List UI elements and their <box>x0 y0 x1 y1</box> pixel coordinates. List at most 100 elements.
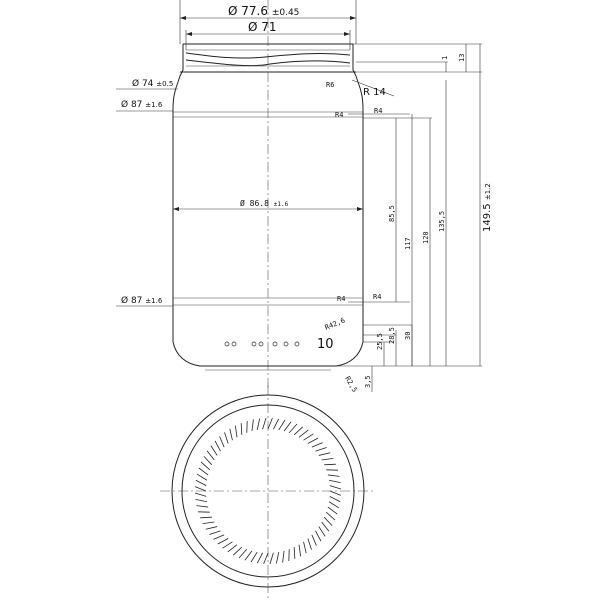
knurl-tick <box>315 530 322 542</box>
jar-finish-outline <box>177 44 359 83</box>
knurl-tick <box>263 552 269 565</box>
knurl-tick <box>217 538 229 545</box>
knurl-tick <box>198 467 209 476</box>
dim-inner-top: Ø 71 <box>248 20 277 34</box>
radius-r4-lower-left: R4 <box>337 295 345 303</box>
dim-h-1: 1 <box>441 56 449 60</box>
radius-r2: R2,5 <box>343 375 358 394</box>
knurl-tick <box>250 551 258 563</box>
knurl-tick <box>222 541 233 549</box>
base-dot <box>251 341 257 347</box>
dim-h-3: 3,5 <box>364 375 372 388</box>
knurl-tick <box>210 445 218 456</box>
knurl-tick <box>327 474 340 477</box>
knurl-tick <box>321 521 330 532</box>
knurl-tick <box>311 442 323 448</box>
dim-h-30: 30 <box>404 332 412 340</box>
knurl-tick <box>234 425 238 438</box>
knurl-tick <box>303 433 314 441</box>
knurl-tick <box>224 432 229 444</box>
knurl-tick <box>307 437 319 444</box>
knurl-tick <box>238 548 248 559</box>
radius-r4-lower-right: R4 <box>373 293 381 301</box>
knurl-tick <box>318 452 331 456</box>
dim-h-120: 120 <box>422 231 430 244</box>
dim-h-135: 135,5 <box>438 211 446 232</box>
knurl-tick <box>273 418 280 430</box>
base-dots <box>224 341 300 347</box>
knurl-tick <box>256 418 261 431</box>
knurl-tick <box>315 447 327 452</box>
jar-heel <box>172 341 364 367</box>
knurl-tick <box>202 521 215 525</box>
dim-outer-top: Ø 77.6 ±0.45 <box>228 4 299 18</box>
knurl-tick <box>318 526 326 537</box>
knurl-tick <box>219 436 225 448</box>
knurl-tick <box>205 526 218 530</box>
knurl-tick <box>196 505 209 508</box>
knurl-tick <box>325 511 336 521</box>
mold-number: 10 <box>317 337 334 352</box>
knurl-tick <box>200 461 211 471</box>
radius-r4-upper-right: R4 <box>374 107 382 115</box>
dim-body-upper: Ø 87 ±1.6 <box>121 99 163 110</box>
knurl-tick <box>329 490 342 496</box>
knurl-tick <box>194 492 207 497</box>
base-dot <box>258 341 264 347</box>
knurl-tick <box>256 552 263 564</box>
knurl-tick <box>329 496 341 503</box>
bottom-inner-circle <box>181 404 355 578</box>
knurl-tick <box>328 501 340 509</box>
radius-r42: R42,6 <box>324 317 347 332</box>
dim-h-85: 85,5 <box>388 205 396 222</box>
knurl-tick <box>278 419 286 431</box>
dim-h-117: 117 <box>404 237 412 250</box>
knurl-tick <box>288 423 298 434</box>
radius-r4-upper-left: R4 <box>335 111 343 119</box>
radius-r6: R6 <box>326 81 334 89</box>
knurl-tick <box>283 421 292 432</box>
dim-body-lower: Ø 87 ±1.6 <box>121 295 163 306</box>
knurl-tick <box>195 498 208 503</box>
knurl-tick <box>327 506 338 515</box>
knurl-tick <box>194 486 207 492</box>
diameter-dimensions: Ø 77.6 ±0.45 Ø 71 Ø 74 ±0.5 Ø 87 ±1.6 Ø … <box>116 0 363 307</box>
base-dot <box>294 341 300 347</box>
jar-side-view: 10 <box>172 0 364 390</box>
dim-h-149: 149.5 ±1.2 <box>482 183 493 232</box>
base-dot <box>224 341 230 347</box>
knurl-tick <box>298 429 309 438</box>
knurl-tick <box>244 550 253 561</box>
knurl-tick <box>229 428 233 441</box>
knurl-tick <box>329 485 342 490</box>
knurl-tick <box>196 473 208 481</box>
jar-shoulder <box>172 81 364 111</box>
knurl-tick <box>293 426 304 436</box>
knurl-tick <box>214 440 221 452</box>
knurl-tick <box>269 552 274 565</box>
knurl-tick <box>267 417 273 430</box>
knurl-tick <box>293 547 296 559</box>
dim-h-28: 28,5 <box>388 327 396 344</box>
jar-bottom-view <box>160 385 376 600</box>
knurl-tick <box>307 538 312 550</box>
knurl-tick <box>227 544 238 553</box>
bottom-knurl-ring <box>194 417 342 565</box>
knurl-tick <box>213 534 225 540</box>
knurl-tick <box>282 550 285 563</box>
knurl-tick <box>324 463 336 466</box>
knurl-tick <box>303 541 307 554</box>
knurl-tick <box>328 479 341 484</box>
knurl-tick <box>200 516 212 519</box>
knurl-tick <box>321 457 334 461</box>
dim-shoulder: Ø 74 ±0.5 <box>132 78 173 89</box>
knurl-tick <box>195 479 207 486</box>
knurl-tick <box>262 417 267 430</box>
dim-body-mid: Ø 86.8 ±1.6 <box>240 198 289 208</box>
knurl-tick <box>275 551 280 564</box>
dim-h-13: 13 <box>458 54 466 62</box>
knurl-tick <box>206 450 215 461</box>
bottom-outer-circle <box>171 394 365 588</box>
knurl-tick <box>232 546 243 556</box>
